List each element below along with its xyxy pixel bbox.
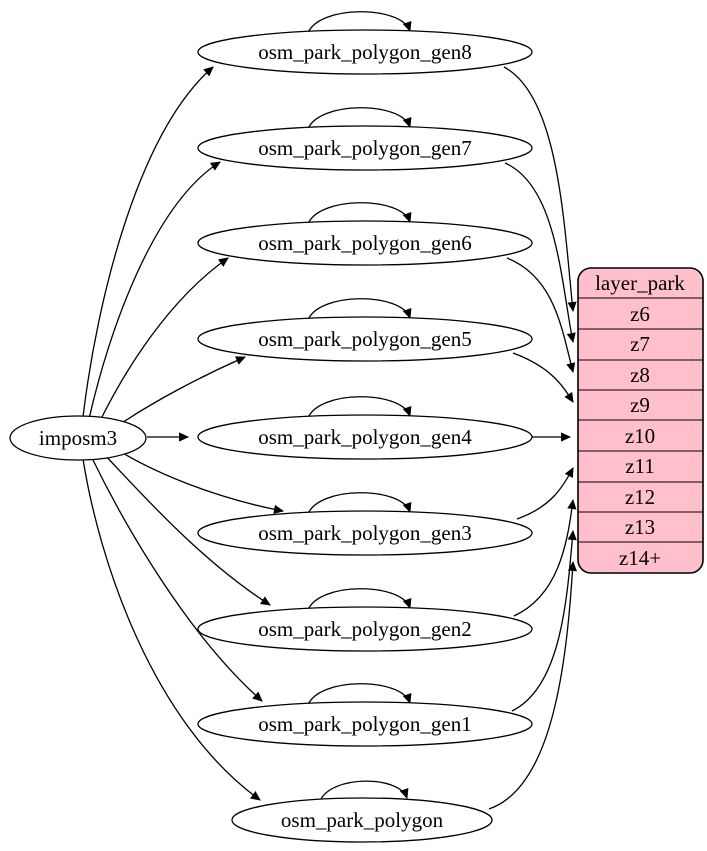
node-ellipse <box>197 510 533 556</box>
self-loop-gen7 <box>307 107 412 130</box>
node-osm-park-polygon-gen4: osm_park_polygon_gen4 <box>197 414 533 460</box>
node-osm-park-polygon-gen1: osm_park_polygon_gen1 <box>197 701 533 747</box>
layer-row-z14: z14+ <box>619 546 661 570</box>
layer-row-z6: z6 <box>630 302 650 326</box>
node-osm-park-polygon-gen5: osm_park_polygon_gen5 <box>197 316 533 362</box>
edge-imposm3-gen2 <box>101 451 271 606</box>
layer-row-z12: z12 <box>625 485 655 509</box>
edge-imposm3-gen8 <box>82 66 214 418</box>
node-label: osm_park_polygon_gen2 <box>258 617 471 641</box>
node-imposm3: imposm3 <box>9 415 147 461</box>
self-loop-gen3 <box>307 492 412 515</box>
edges-to-layer <box>488 66 578 810</box>
node-label: imposm3 <box>39 426 117 450</box>
self-loops <box>307 11 412 802</box>
node-label: osm_park_polygon_gen6 <box>258 231 471 255</box>
edge-imposm3-gen5 <box>115 356 246 428</box>
node-osm-park-polygon-gen2: osm_park_polygon_gen2 <box>197 606 533 652</box>
node-ellipse <box>9 415 147 461</box>
node-label: osm_park_polygon_gen3 <box>258 521 471 545</box>
node-osm-park-polygon-gen6: osm_park_polygon_gen6 <box>197 220 533 266</box>
self-loop-polygon <box>319 780 409 802</box>
node-ellipse <box>197 606 533 652</box>
node-ellipse <box>197 414 533 460</box>
edge-imposm3-gen6 <box>98 257 229 424</box>
node-ellipse <box>197 125 533 171</box>
edge-gen8-z6 <box>503 66 577 313</box>
node-ellipse <box>197 316 533 362</box>
edge-gen2-z12 <box>513 498 577 617</box>
node-ellipse <box>197 220 533 266</box>
edge-polygon-z14 <box>488 560 578 810</box>
edges-from-source <box>82 66 285 801</box>
edge-gen5-z9 <box>512 352 574 403</box>
node-label: osm_park_polygon <box>281 808 444 832</box>
self-loop-gen5 <box>307 298 412 321</box>
layer-table-title: layer_park <box>595 271 685 295</box>
node-label: osm_park_polygon_gen4 <box>258 425 472 449</box>
edge-imposm3-gen3 <box>115 448 285 514</box>
node-osm-park-polygon-gen7: osm_park_polygon_gen7 <box>197 125 533 171</box>
edge-gen6-z8 <box>506 257 576 374</box>
layer-row-z8: z8 <box>630 363 650 387</box>
edge-imposm3-polygon <box>82 458 261 801</box>
self-loop-gen1 <box>307 683 412 706</box>
layer-row-z7: z7 <box>630 332 650 356</box>
self-loop-gen2 <box>307 588 412 611</box>
node-label: osm_park_polygon_gen8 <box>258 40 471 64</box>
layer-row-z9: z9 <box>630 393 650 417</box>
node-label: osm_park_polygon_gen7 <box>258 136 471 160</box>
edge-imposm3-gen1 <box>90 455 263 702</box>
node-osm-park-polygon-gen8: osm_park_polygon_gen8 <box>197 29 533 75</box>
edge-gen1-z13 <box>511 529 577 712</box>
self-loop-gen8 <box>307 11 412 34</box>
node-ellipse <box>197 29 533 75</box>
edge-gen7-z7 <box>504 162 576 344</box>
layer-park-table: layer_park z6 z7 z8 z9 z10 z11 z12 z13 z… <box>577 267 704 574</box>
edge-gen3-z11 <box>516 467 574 520</box>
node-ellipse <box>197 701 533 747</box>
node-ellipse <box>231 797 493 843</box>
node-label: osm_park_polygon_gen1 <box>258 712 471 736</box>
self-loop-gen6 <box>307 202 412 225</box>
edge-imposm3-gen7 <box>88 161 221 420</box>
node-osm-park-polygon-gen3: osm_park_polygon_gen3 <box>197 510 533 556</box>
node-osm-park-polygon: osm_park_polygon <box>231 797 493 843</box>
layer-row-z10: z10 <box>625 424 655 448</box>
layer-row-z13: z13 <box>625 515 655 539</box>
node-label: osm_park_polygon_gen5 <box>258 327 471 351</box>
self-loop-gen4 <box>307 396 412 419</box>
layer-row-z11: z11 <box>625 454 655 478</box>
